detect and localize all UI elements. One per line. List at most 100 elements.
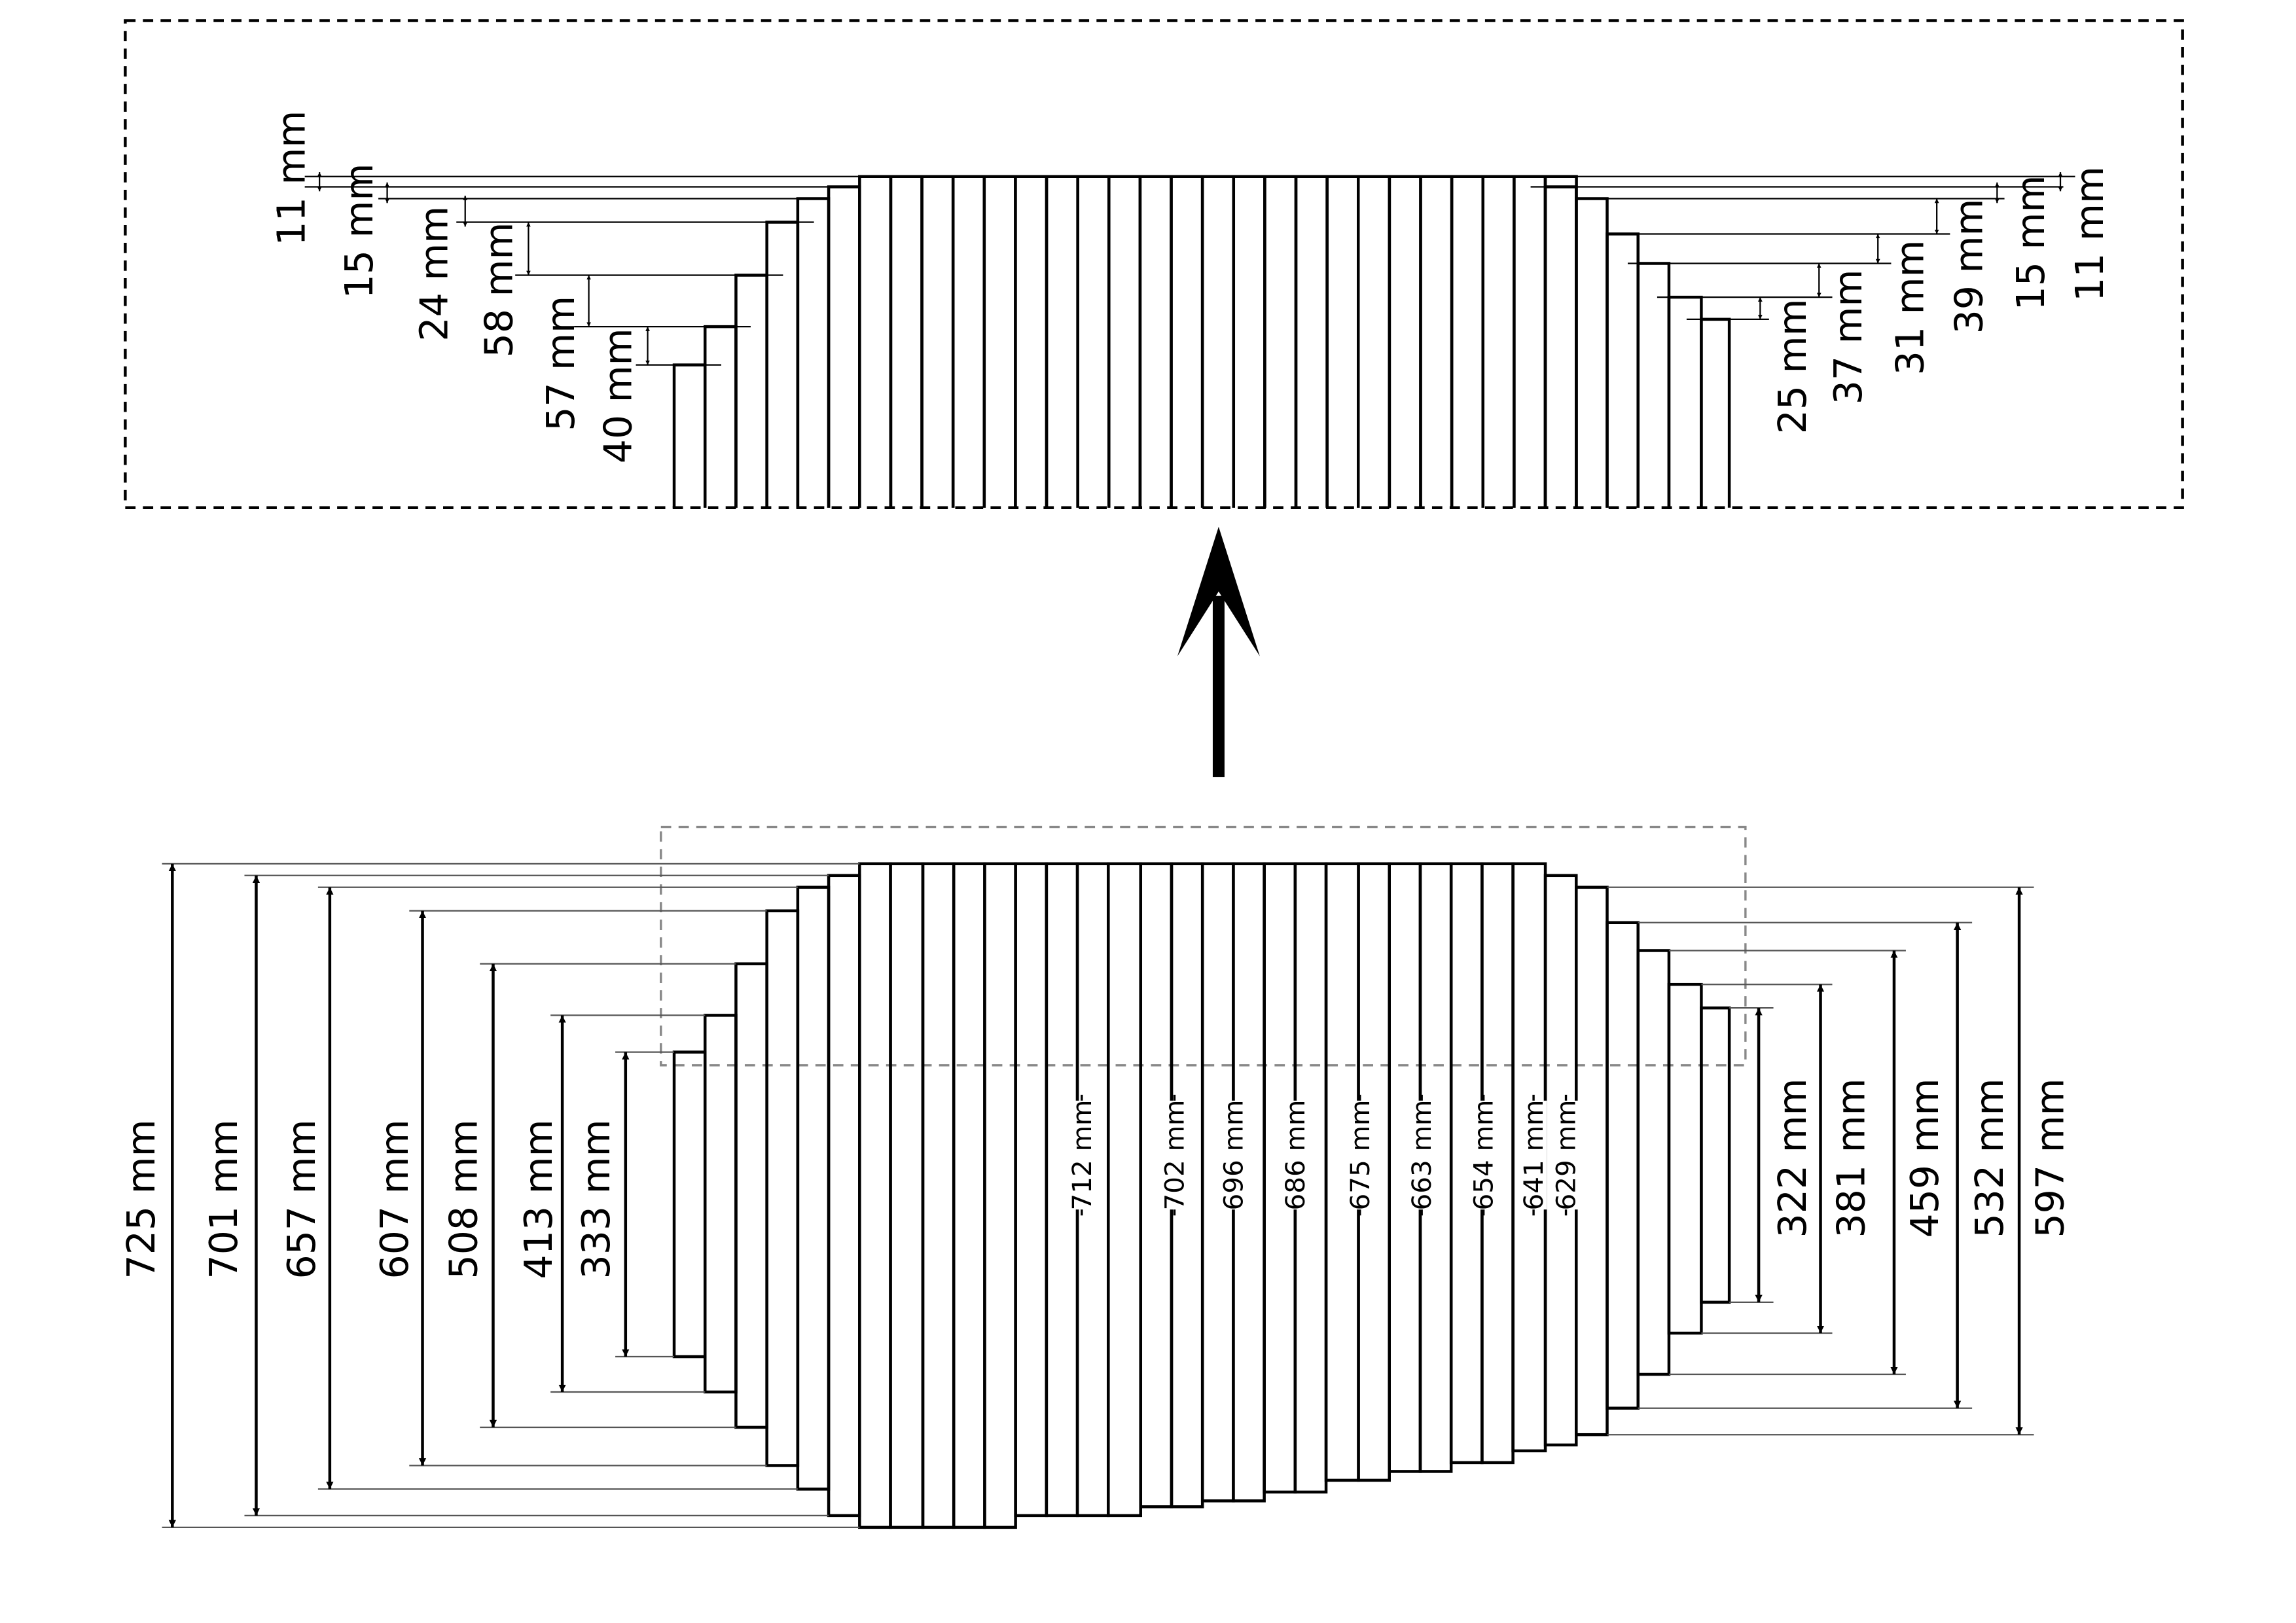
label-backdrop	[1552, 1100, 1579, 1210]
dimension-label: 37 mm	[1826, 269, 1871, 404]
inner-dimension-label: 696 mm	[1217, 1100, 1249, 1211]
top-plate	[1667, 295, 1703, 508]
dimension-label: 657 mm	[279, 1119, 324, 1279]
top-plate	[1605, 232, 1640, 508]
top-extension-lines	[304, 175, 2075, 366]
bottom-plate	[858, 862, 892, 1529]
top-plate	[858, 175, 893, 508]
label-backdrop	[1068, 1100, 1096, 1210]
bottom-plate	[796, 885, 831, 1491]
top-plate	[1513, 175, 1547, 508]
top-plate	[1543, 175, 1578, 508]
top-plate	[1014, 175, 1049, 508]
label-backdrop	[1220, 1100, 1247, 1210]
top-plates	[672, 175, 1731, 508]
dimension-label: 725 mm	[119, 1119, 164, 1279]
top-plate	[889, 175, 924, 508]
top-left-dimension-labels: 11 mm 15 mm 24 mm 58 mm 57 mm 40 mm	[269, 111, 640, 464]
inner-dimension-label: 663 mm	[1406, 1100, 1437, 1211]
top-plate	[1263, 175, 1298, 508]
bottom-plate	[672, 1050, 707, 1359]
dimension-label: 15 mm	[337, 164, 382, 299]
dimension-label: 58 mm	[476, 223, 521, 358]
top-dimension-arrows	[317, 172, 2063, 365]
bottom-plate	[1700, 1006, 1731, 1304]
detail-region-marker	[660, 825, 1747, 1067]
dimension-label: 24 mm	[412, 206, 457, 342]
bottom-plate	[952, 862, 986, 1529]
dimension-label: 413 mm	[516, 1119, 561, 1279]
top-plate	[1481, 175, 1516, 508]
top-plate	[951, 175, 986, 508]
top-plate	[1450, 175, 1484, 508]
inner-dimension-label: 702 mm	[1158, 1100, 1190, 1211]
top-plate	[672, 363, 707, 508]
top-plate	[982, 175, 1017, 508]
dimension-label: 11 mm	[269, 111, 314, 246]
top-plate	[1107, 175, 1142, 508]
inner-dimension-label: 629 mm	[1551, 1100, 1582, 1211]
label-backdrop	[1520, 1100, 1547, 1210]
top-plate	[1419, 175, 1454, 508]
top-plate	[1076, 175, 1111, 508]
dimension-label: 459 mm	[1903, 1079, 1947, 1238]
top-plate	[1700, 317, 1731, 508]
top-plate	[1200, 175, 1236, 508]
dimension-label: 11 mm	[2068, 166, 2112, 302]
top-plate	[796, 197, 831, 508]
bottom-plate	[703, 1014, 738, 1394]
dimension-label: 532 mm	[1967, 1079, 2012, 1238]
dimension-label: 701 mm	[202, 1119, 246, 1279]
inner-dimension-label: 712 mm	[1066, 1100, 1098, 1211]
detail-frame	[124, 19, 2184, 509]
bottom-plate	[983, 862, 1017, 1529]
dimension-label: 508 mm	[441, 1119, 486, 1279]
label-backdrop	[1408, 1100, 1435, 1210]
top-plate	[1325, 175, 1360, 508]
dimension-label: 57 mm	[539, 296, 583, 431]
bottom-plate	[827, 874, 861, 1518]
label-backdrop	[1282, 1100, 1309, 1210]
dimension-label: 39 mm	[1947, 199, 1992, 334]
inner-dimension-label: 686 mm	[1280, 1100, 1311, 1211]
bottom-extension-lines	[162, 863, 2034, 1528]
dimension-label: 333 mm	[574, 1119, 619, 1279]
bottom-plate	[921, 862, 956, 1529]
top-plate	[827, 185, 861, 508]
top-plate	[1636, 262, 1671, 508]
bottom-plate	[1667, 982, 1703, 1335]
bottom-plate	[1107, 862, 1143, 1518]
arrow-up-icon	[1177, 526, 1260, 777]
top-plate	[1294, 175, 1329, 508]
inner-dimension-label: 675 mm	[1344, 1100, 1376, 1211]
dimension-label: 597 mm	[2028, 1079, 2072, 1238]
dimension-label: 381 mm	[1829, 1079, 1874, 1238]
top-plate	[703, 325, 738, 508]
top-plate	[1045, 175, 1079, 508]
bottom-plate	[765, 909, 800, 1467]
dimension-label: 31 mm	[1888, 240, 1933, 376]
label-backdrop	[1346, 1100, 1374, 1210]
dimension-label: 25 mm	[1770, 298, 1815, 434]
top-plate	[1357, 175, 1391, 508]
bottom-plate	[1605, 921, 1640, 1410]
bottom-dimension-arrows	[168, 863, 2023, 1527]
bottom-inner-dimension-labels: 712 mm 702 mm 696 mm 686 mm 675 mm 663 mm 654 …	[1066, 1094, 1582, 1216]
top-plate	[765, 221, 800, 508]
bottom-plate	[1636, 949, 1671, 1376]
inner-dimension-label: 641 mm	[1518, 1100, 1549, 1211]
label-backdrop	[1161, 1100, 1188, 1210]
bottom-plate	[734, 962, 768, 1429]
top-plate	[1170, 175, 1204, 508]
dimension-label: 15 mm	[2009, 175, 2053, 311]
top-plate	[1575, 197, 1609, 508]
dimension-label: 40 mm	[596, 328, 641, 463]
top-plate	[1543, 185, 1578, 508]
inner-dimension-label: 654 mm	[1468, 1100, 1499, 1211]
